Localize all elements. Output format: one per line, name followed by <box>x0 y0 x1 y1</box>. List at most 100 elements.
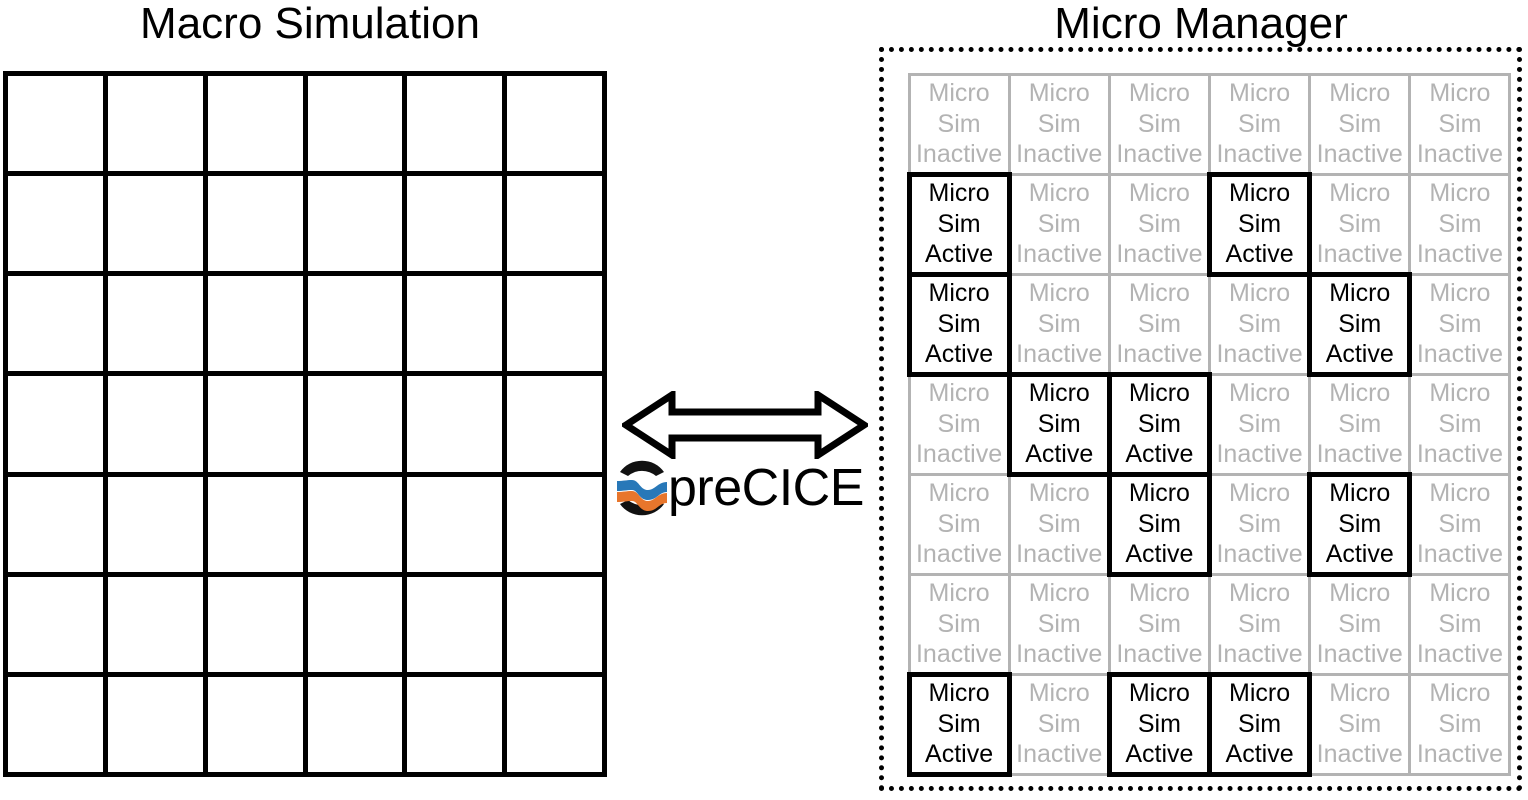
micro-sim-label-line1: Micro <box>1128 179 1190 208</box>
micro-sim-label-line1: Micro <box>1028 679 1090 708</box>
micro-sim-status-label: Active <box>1325 340 1394 369</box>
micro-sim-label-line1: Micro <box>1229 379 1291 408</box>
micro-sim-label-line2: Sim <box>1438 409 1482 438</box>
micro-sim-label-line1: Micro <box>928 679 990 708</box>
micro-sim-label-line1: Micro <box>1128 379 1190 408</box>
micro-sim-label-line1: Micro <box>1128 579 1190 608</box>
micro-sim-status-label: Active <box>1225 740 1294 769</box>
macro-cell <box>8 176 108 277</box>
micro-sim-label-line2: Sim <box>1238 709 1282 738</box>
micro-sim-status-label: Inactive <box>1016 240 1103 269</box>
micro-sim-status-label: Inactive <box>1116 140 1203 169</box>
macro-cell <box>8 76 108 177</box>
macro-cell <box>207 276 308 377</box>
macro-cell <box>507 76 607 177</box>
micro-sim-label-line2: Sim <box>1438 709 1482 738</box>
micro-sim-label-line2: Sim <box>1338 509 1382 538</box>
micro-sim-status-label: Active <box>1225 240 1294 269</box>
micro-sim-label-line1: Micro <box>1128 79 1190 108</box>
micro-sim-label-line2: Sim <box>1037 409 1081 438</box>
macro-cell <box>407 76 508 177</box>
micro-sim-label-line1: Micro <box>1028 79 1090 108</box>
macro-cell <box>8 276 108 377</box>
micro-sim-label-line1: Micro <box>928 379 990 408</box>
macro-cell <box>507 476 607 577</box>
micro-sim-label-line2: Sim <box>1338 609 1382 638</box>
micro-sim-label-line2: Sim <box>1438 209 1482 238</box>
macro-cell <box>207 476 308 577</box>
micro-sim-label-line1: Micro <box>1329 379 1391 408</box>
micro-sim-label-line2: Sim <box>1338 309 1382 338</box>
micro-sim-status-label: Inactive <box>1416 640 1503 669</box>
precice-logo-icon <box>617 460 667 516</box>
double-headed-arrow-icon <box>622 391 868 459</box>
macro-cell <box>207 176 308 277</box>
macro-cell <box>307 676 408 777</box>
micro-sim-label-line1: Micro <box>1329 179 1391 208</box>
micro-sim-status-label: Inactive <box>1316 740 1403 769</box>
micro-sim-status-label: Inactive <box>915 140 1003 169</box>
macro-simulation-title: Macro Simulation <box>140 0 480 48</box>
micro-sim-label-line1: Micro <box>1329 279 1391 308</box>
micro-sim-status-label: Inactive <box>1416 340 1503 369</box>
micro-sim-label-line2: Sim <box>1438 109 1482 138</box>
micro-sim-label-line2: Sim <box>1037 609 1081 638</box>
macro-cell <box>207 76 308 177</box>
micro-sim-label-line1: Micro <box>1229 479 1291 508</box>
micro-sim-label-line1: Micro <box>928 79 990 108</box>
micro-sim-label-line1: Micro <box>1429 179 1491 208</box>
micro-sim-label-line1: Micro <box>928 579 990 608</box>
micro-sim-status-label: Inactive <box>1016 540 1103 569</box>
micro-sim-status-label: Inactive <box>1216 640 1303 669</box>
micro-sim-label-line2: Sim <box>1137 509 1181 538</box>
micro-sim-status-label: Inactive <box>1416 540 1503 569</box>
macro-cell <box>8 476 108 577</box>
micro-sim-label-line2: Sim <box>1238 309 1282 338</box>
micro-sim-status-label: Inactive <box>1216 540 1303 569</box>
macro-cell <box>507 376 607 477</box>
micro-sim-label-line2: Sim <box>1438 509 1482 538</box>
micro-sim-label-line1: Micro <box>1229 79 1291 108</box>
micro-sim-label-line2: Sim <box>1238 109 1282 138</box>
micro-sim-label-line2: Sim <box>937 409 981 438</box>
micro-sim-label-line1: Micro <box>1329 679 1391 708</box>
micro-sim-label-line2: Sim <box>1037 209 1081 238</box>
micro-sim-status-label: Inactive <box>1216 440 1303 469</box>
micro-sim-label-line2: Sim <box>1438 309 1482 338</box>
macro-cell <box>107 576 208 677</box>
micro-sim-status-label: Active <box>925 240 994 269</box>
micro-sim-label-line2: Sim <box>937 109 981 138</box>
micro-sim-label-line2: Sim <box>1238 609 1282 638</box>
micro-sim-label-line2: Sim <box>1438 609 1482 638</box>
micro-sim-label-line2: Sim <box>1037 109 1081 138</box>
micro-sim-status-label: Inactive <box>1116 240 1203 269</box>
micro-sim-label-line2: Sim <box>1037 709 1081 738</box>
micro-sim-label-line2: Sim <box>1137 309 1181 338</box>
macro-cell <box>407 676 508 777</box>
micro-sim-label-line2: Sim <box>1338 209 1382 238</box>
macro-cell <box>407 176 508 277</box>
precice-logo: preCICE <box>612 457 864 519</box>
micro-sim-label-line1: Micro <box>1429 679 1491 708</box>
micro-sim-label-line1: Micro <box>1429 79 1491 108</box>
micro-sim-label-line2: Sim <box>1238 209 1282 238</box>
micro-sim-status-label: Active <box>925 340 994 369</box>
macro-cell <box>307 276 408 377</box>
micro-sim-status-label: Inactive <box>1216 140 1303 169</box>
micro-sim-status-label: Inactive <box>1316 240 1403 269</box>
